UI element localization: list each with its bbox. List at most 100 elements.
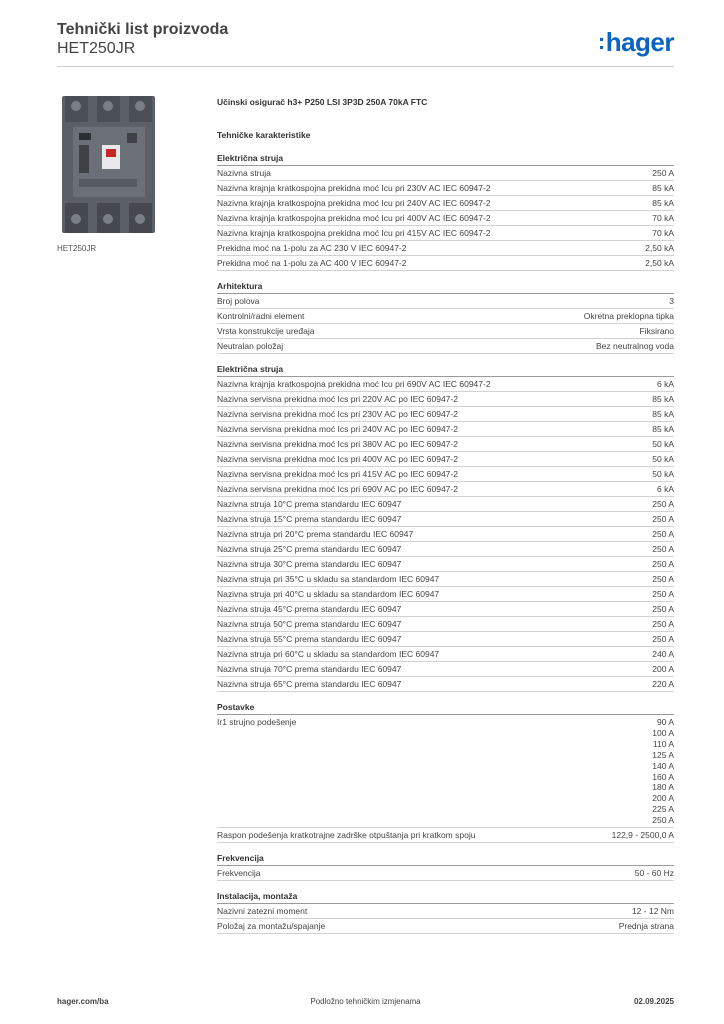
spec-label: Položaj za montažu/spajanje <box>217 921 326 932</box>
spec-label: Nazivna servisna prekidna moć Ics pri 38… <box>217 439 458 449</box>
spec-row: Nazivna struja 50°C prema standardu IEC … <box>217 617 674 632</box>
spec-value: 2,50 kA <box>645 243 674 253</box>
spec-row: Nazivna struja pri 60°C u skladu sa stan… <box>217 647 674 662</box>
footer-website-link[interactable]: hager.com/ba <box>57 997 109 1006</box>
spec-row: Nazivna krajnja kratkospojna prekidna mo… <box>217 211 674 226</box>
technical-characteristics-heading: Tehničke karakteristike <box>217 130 311 140</box>
spec-value: 85 kA <box>652 424 674 434</box>
spec-value: 85 kA <box>652 183 674 193</box>
spec-label: Nazivna krajnja kratkospojna prekidna mo… <box>217 379 491 389</box>
spec-value: 250 A <box>652 544 674 554</box>
spec-row: Nazivna servisna prekidna moć Ics pri 22… <box>217 392 674 407</box>
spec-row: Nazivna servisna prekidna moć Ics pri 40… <box>217 452 674 467</box>
spec-label: Nazivna struja 25°C prema standardu IEC … <box>217 544 402 554</box>
spec-value: 250 A <box>652 815 674 826</box>
spec-value: Fiksirano <box>639 326 674 336</box>
spec-row: Položaj za montažu/spajanje Prednja stran… <box>217 919 674 935</box>
section-title: Instalacija, montaža <box>217 890 674 905</box>
spec-value: 240 A <box>652 649 674 659</box>
product-code: HET250JR <box>57 40 136 57</box>
section-title: Arhitektura <box>217 280 674 294</box>
spec-value: 160 A <box>652 771 674 782</box>
spec-value: 200 A <box>652 664 674 674</box>
spec-row: Prekidna moć na 1-polu za AC 230 V IEC 6… <box>217 241 674 256</box>
header-divider <box>57 66 674 67</box>
spec-row: Broj polova 3 <box>217 294 674 309</box>
spec-value: 50 - 60 Hz <box>634 868 674 879</box>
spec-label: Nazivna struja 10°C prema standardu IEC … <box>217 499 402 509</box>
spec-value: 50 kA <box>652 469 674 479</box>
spec-label: Nazivna struja 45°C prema standardu IEC … <box>217 604 402 614</box>
spec-label: Nazivna struja pri 35°C u skladu sa stan… <box>217 574 440 584</box>
product-image-caption: HET250JR <box>57 244 97 253</box>
spec-label: Raspon podešenja kratkotrajne zadrške ot… <box>217 830 476 841</box>
spec-value: 125 A <box>652 749 674 760</box>
spec-value: 70 kA <box>652 228 674 238</box>
spec-label: Nazivna struja pri 60°C u skladu sa stan… <box>217 649 440 659</box>
spec-row: Nazivna krajnja kratkospojna prekidna mo… <box>217 196 674 211</box>
spec-label: Prekidna moć na 1-polu za AC 230 V IEC 6… <box>217 243 407 253</box>
spec-label: Nazivna servisna prekidna moć Ics pri 41… <box>217 469 458 479</box>
spec-value: Bez neutralnog voda <box>596 341 674 351</box>
spec-row: Nazivna struja pri 35°C u skladu sa stan… <box>217 572 674 587</box>
spec-row: Vrsta konstrukcije uređaja Fiksirano <box>217 324 674 339</box>
footer-date: 02.09.2025 <box>633 997 674 1006</box>
spec-value: 250 A <box>652 514 674 524</box>
spec-row: Frekvencija 50 - 60 Hz <box>217 866 674 882</box>
spec-value: 220 A <box>652 679 674 689</box>
spec-value: 85 kA <box>652 198 674 208</box>
section-title: Postavke <box>217 701 674 715</box>
spec-row: Nazivna struja 30°C prema standardu IEC … <box>217 557 674 572</box>
spec-row: Nazivna struja 15°C prema standardu IEC … <box>217 512 674 527</box>
spec-value: 122,9 - 2500,0 A <box>611 830 674 841</box>
specifications-column: Učinski osigurač h3+ P250 LSI 3P3D 250A … <box>217 96 674 943</box>
spec-row: Nazivna struja 10°C prema standardu IEC … <box>217 497 674 512</box>
spec-value: 2,50 kA <box>645 258 674 268</box>
spec-label: Nazivna struja <box>217 168 271 178</box>
spec-label: Nazivna servisna prekidna moć Ics pri 24… <box>217 424 458 434</box>
logo-colon-mark: : <box>597 29 605 54</box>
spec-value: 12 - 12 Nm <box>631 906 674 917</box>
spec-label: Nazivna krajnja kratkospojna prekidna mo… <box>217 183 491 193</box>
spec-label: Neutralan položaj <box>217 341 284 351</box>
document-title: Tehnički list proizvoda <box>57 21 229 38</box>
spec-label: Nazivna struja 50°C prema standardu IEC … <box>217 619 402 629</box>
spec-row: Nazivna krajnja kratkospojna prekidna mo… <box>217 226 674 241</box>
spec-value: 250 A <box>652 604 674 614</box>
spec-row: Nazivna krajnja kratkospojna prekidna mo… <box>217 181 674 196</box>
spec-value: 225 A <box>652 804 674 815</box>
spec-label: Nazivna servisna prekidna moć Ics pri 22… <box>217 394 458 404</box>
section-title: Električna struja <box>217 152 674 166</box>
spec-label: Broj polova <box>217 296 260 306</box>
spec-row: Neutralan položaj Bez neutralnog voda <box>217 339 674 354</box>
spec-row: Nazivna servisna prekidna moć Ics pri 69… <box>217 482 674 497</box>
spec-value: 250 A <box>652 619 674 629</box>
spec-row: Raspon podešenja kratkotrajne zadrške ot… <box>217 828 674 844</box>
spec-label: Nazivna krajnja kratkospojna prekidna mo… <box>217 198 491 208</box>
spec-value: Prednja strana <box>618 921 674 932</box>
product-image <box>57 93 162 236</box>
spec-label: Nazivna struja pri 20°C prema standardu … <box>217 529 414 539</box>
spec-label: Ir1 strujno podešenje <box>217 717 297 727</box>
spec-label: Nazivna struja 70°C prema standardu IEC … <box>217 664 402 674</box>
spec-value: 100 A <box>652 727 674 738</box>
spec-value: 140 A <box>652 760 674 771</box>
spec-value: 250 A <box>652 634 674 644</box>
spec-label: Vrsta konstrukcije uređaja <box>217 326 315 336</box>
spec-value: 70 kA <box>652 213 674 223</box>
spec-value: 110 A <box>652 738 674 749</box>
document-header: Tehnički list proizvoda HET250JR :hager <box>57 20 675 64</box>
spec-value: 200 A <box>652 793 674 804</box>
spec-value: 3 <box>669 296 674 306</box>
spec-row: Nazivna struja 70°C prema standardu IEC … <box>217 662 674 677</box>
section-title: Električna struja <box>217 363 674 377</box>
spec-label: Nazivna servisna prekidna moć Ics pri 40… <box>217 454 458 464</box>
spec-label: Frekvencija <box>217 868 261 879</box>
